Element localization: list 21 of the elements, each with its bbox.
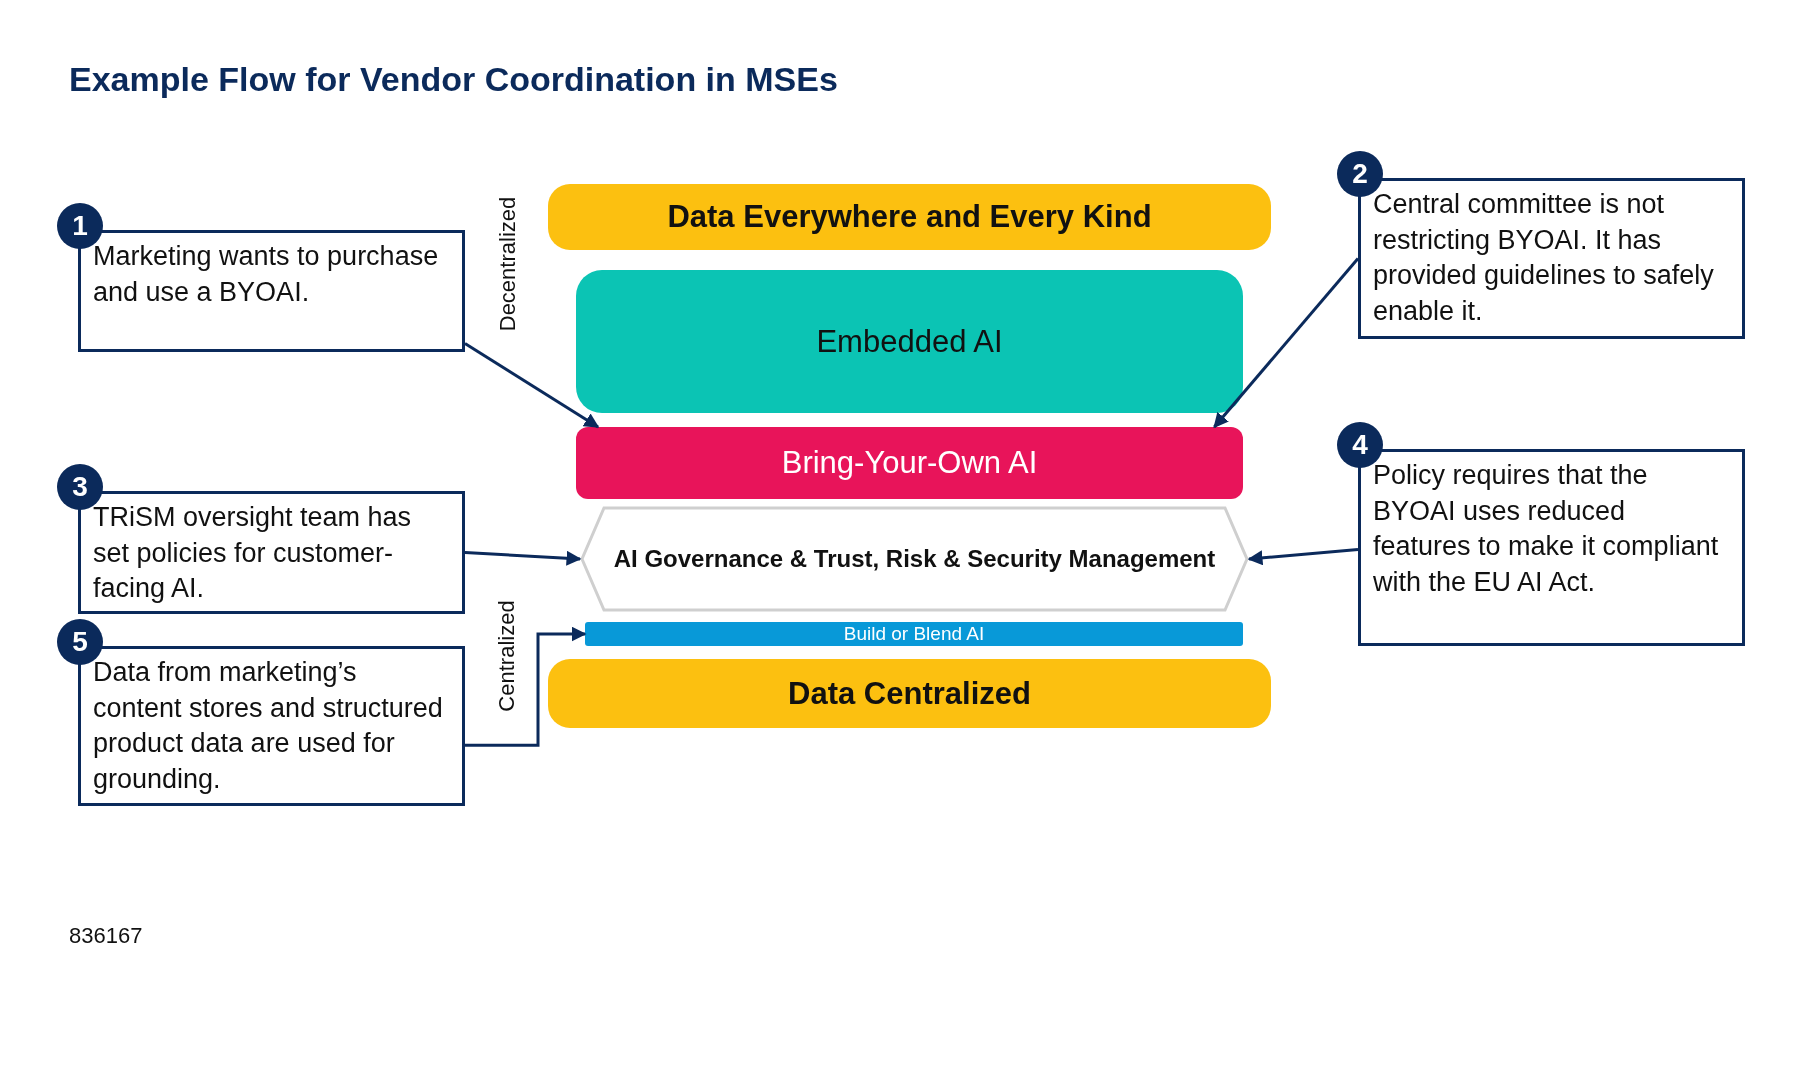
arrow	[464, 342, 600, 429]
arrow	[1213, 257, 1360, 429]
band-label: Bring-Your-Own AI	[781, 445, 1038, 481]
axis-label: Decentralized	[494, 196, 521, 332]
data-layer-band	[548, 659, 1271, 728]
document-number: 836167	[69, 923, 143, 949]
build-blend-bar	[585, 622, 1243, 646]
band-label: Data Everywhere and Every Kind	[667, 199, 1152, 235]
band-label: Data Centralized	[788, 675, 1031, 712]
arrow	[465, 626, 587, 747]
axis-label: Centralized	[493, 600, 520, 712]
band-label: Build or Blend AI	[843, 623, 985, 645]
diagram-title: Example Flow for Vendor Coordination in MSEs	[69, 60, 838, 99]
arrow	[464, 550, 582, 566]
data-layer-band	[548, 184, 1271, 250]
band-label: Embedded AI	[816, 323, 1003, 360]
band-label: AI Governance & Trust, Risk & Security Management	[613, 545, 1216, 573]
byoai-band	[576, 427, 1243, 499]
embedded-ai-band	[576, 270, 1243, 413]
arrow	[1247, 547, 1359, 566]
governance-hexagon	[580, 506, 1249, 612]
